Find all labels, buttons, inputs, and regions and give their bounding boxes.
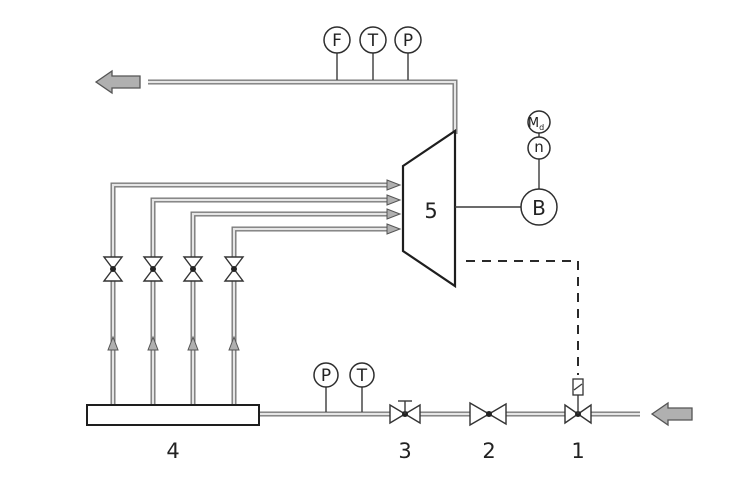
brake-label: B [532,196,546,220]
torque-gauge-label: Md [528,116,544,132]
speed-gauge-circle [527,136,551,160]
brake-circle [520,188,558,226]
torque-gauge-circle [527,110,551,134]
valve-1 [564,378,592,425]
pressure-gauge-label-top: P [403,31,413,51]
exhaust-flow-arrow [94,69,141,95]
control-signal-line [466,260,579,375]
valve-3-label: 3 [398,439,411,463]
temperature-gauge-circle-bottom [349,362,375,388]
temperature-gauge-circle-top [359,26,387,54]
dynamometer-instruments: Md n B [520,110,558,226]
temperature-gauge-label-top: T [367,31,379,51]
speed-gauge-label: n [534,138,544,156]
inlet-flow-arrow [650,401,693,427]
branch-valves [102,256,245,282]
pressure-gauge-label-bottom: P [321,366,331,386]
distributor-label: 4 [166,439,179,463]
valve-1-label: 1 [571,439,584,463]
branch-valve-2 [142,256,164,282]
nozzle-supply-lines [110,182,390,405]
turbine-label: 5 [424,199,437,223]
flow-gauge-label: F [332,31,342,51]
branch-valve-1 [102,256,124,282]
branch-valve-4 [223,256,245,282]
branch-flow-arrows [107,335,240,351]
nozzle-inlet-arrows [386,179,402,235]
valve-2 [469,401,507,427]
turbine [401,128,457,289]
exhaust-pipe [148,79,458,134]
flow-gauge-circle [323,26,351,54]
distributor [86,404,260,426]
exhaust-instruments: F T P [323,26,422,80]
valve-2-label: 2 [482,439,495,463]
branch-valve-3 [182,256,204,282]
pressure-gauge-circle-bottom [313,362,339,388]
inlet-instruments: P T [313,362,375,412]
temperature-gauge-label-bottom: T [356,366,368,386]
pressure-gauge-circle-top [394,26,422,54]
valve-3 [389,400,421,425]
